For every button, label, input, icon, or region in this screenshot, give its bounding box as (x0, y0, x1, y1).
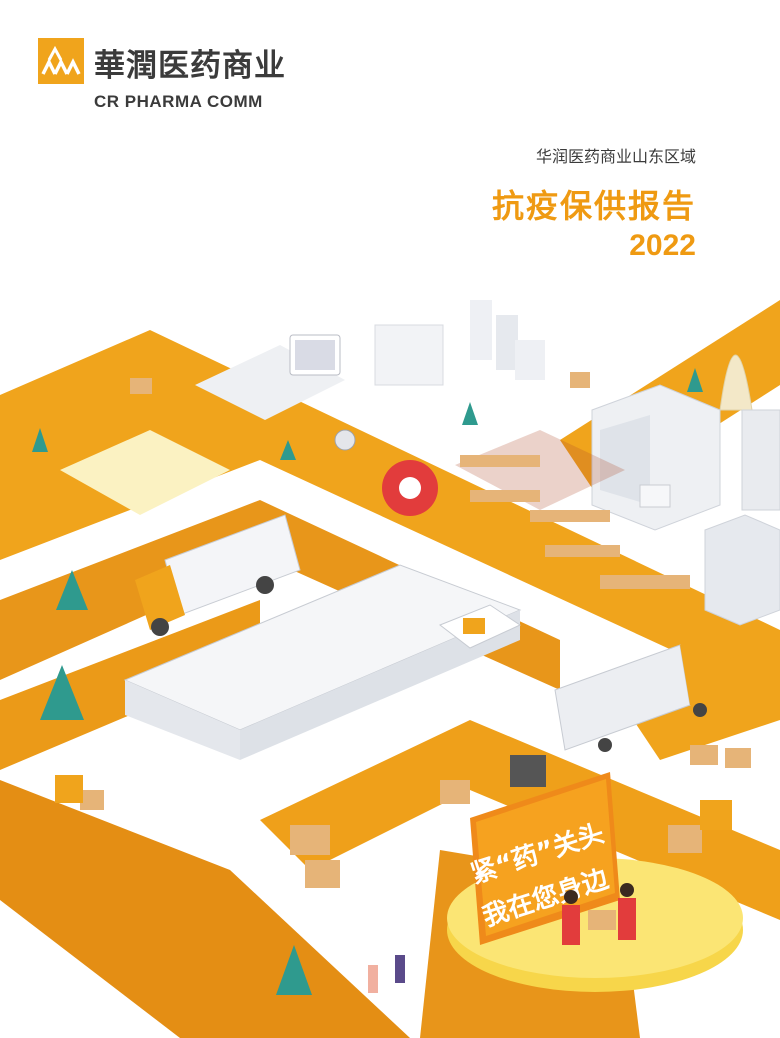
brand-logo: 華潤医药商业 CR PHARMA COMM (38, 38, 285, 118)
title-block: 华润医药商业山东区域 抗疫保供报告 2022 (492, 143, 696, 263)
forklift-icons (55, 755, 732, 830)
worker-figures (368, 883, 636, 993)
brand-name-cn: 華潤医药商业 (94, 48, 286, 84)
gear-icon (382, 460, 438, 516)
report-year: 2022 (629, 229, 696, 262)
report-subtitle: 华润医药商业山东区域 (535, 147, 696, 166)
brand-name-en: CR PHARMA COMM (94, 92, 263, 111)
report-title: 抗疫保供报告 (491, 187, 696, 225)
warehouse-building (123, 564, 522, 760)
delivery-truck (135, 514, 301, 636)
tree-icons (32, 368, 703, 995)
cargo-boxes (80, 372, 751, 888)
cr-pharma-logo-icon (38, 38, 84, 84)
city-buildings (374, 300, 780, 626)
office-area (60, 334, 356, 515)
shelving-rack (455, 430, 690, 589)
cargo-trailer (554, 644, 725, 752)
